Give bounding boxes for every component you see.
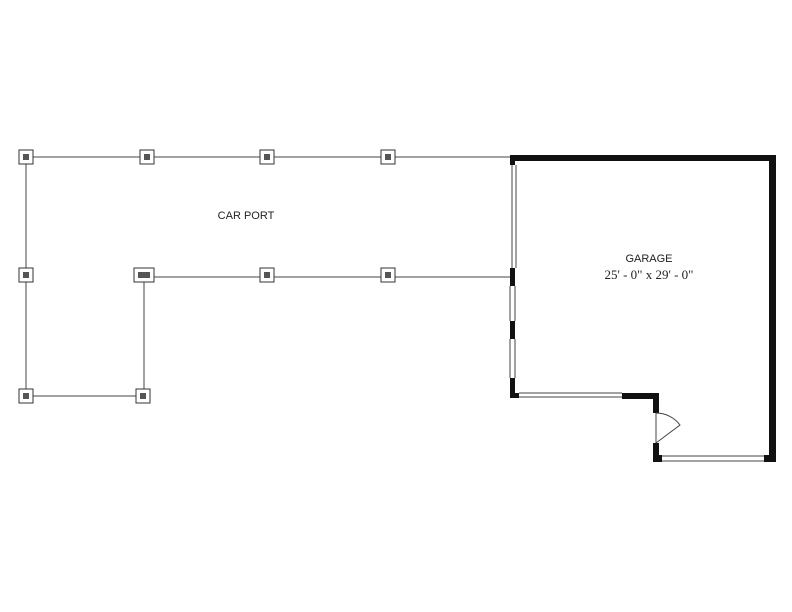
entry-door-swing-arc	[655, 412, 681, 444]
garage-bottom-wall-right-end	[764, 455, 776, 462]
post-1	[18, 149, 34, 165]
post-5	[18, 267, 34, 283]
post-3	[259, 149, 275, 165]
garage-label: GARAGE	[625, 253, 672, 265]
post-9	[18, 388, 34, 404]
garage-left-wall-segment-3	[510, 378, 515, 398]
garage-bottom-wall-left-end	[653, 455, 662, 462]
garage-openings	[509, 165, 764, 462]
post-8	[380, 267, 396, 283]
garage-right-wall	[769, 155, 776, 462]
carport-posts	[18, 149, 396, 404]
garage-notch-lower-wall	[653, 443, 659, 462]
garage-notch-horizontal-wall	[622, 393, 659, 399]
garage-bottom-left-corner	[510, 393, 519, 398]
garage-top-wall	[510, 155, 776, 161]
garage-left-wall-segment-2	[510, 321, 515, 339]
garage-notch-vertical-wall	[653, 393, 659, 413]
post-7	[259, 267, 275, 283]
garage-walls	[510, 155, 776, 462]
garage-left-wall-top-stub	[510, 155, 515, 165]
post-4	[380, 149, 396, 165]
garage-left-wall-segment-1	[510, 268, 515, 286]
post-6-double	[133, 267, 155, 283]
garage-dimensions: 25' - 0" x 29' - 0"	[605, 267, 694, 282]
post-10	[135, 388, 151, 404]
entry-door	[655, 412, 681, 444]
carport-label: CAR PORT	[218, 210, 275, 222]
post-2	[139, 149, 155, 165]
